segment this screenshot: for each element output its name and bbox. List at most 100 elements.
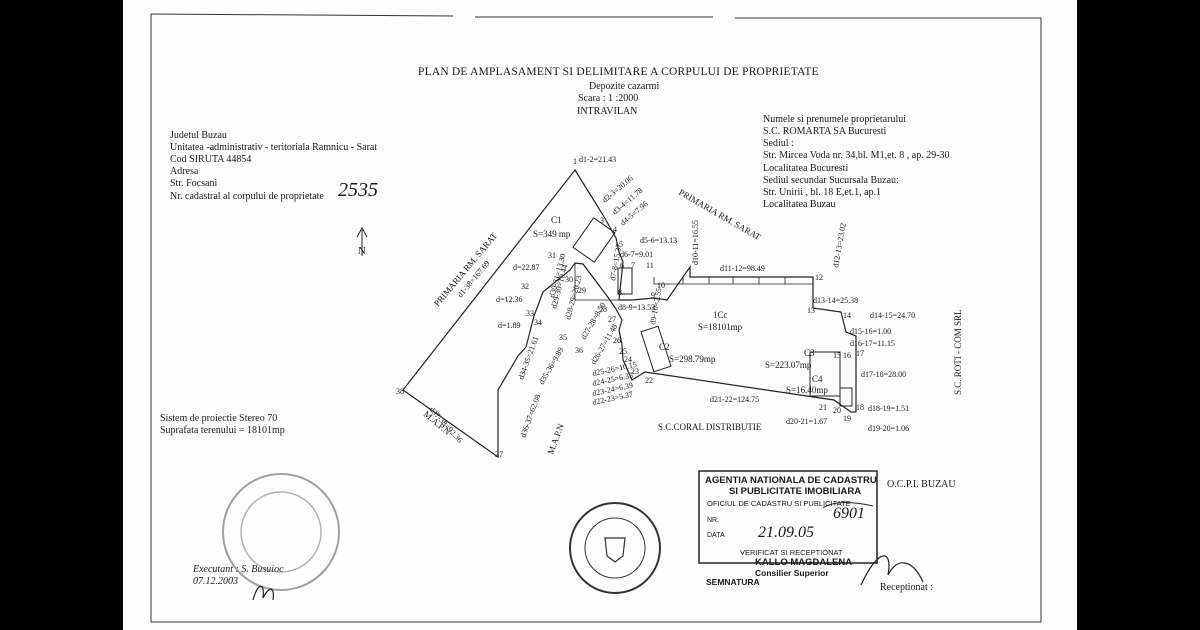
map-label: d6-7=9.01: [620, 250, 653, 259]
map-label: PRIMARIA RM. SARAT: [677, 187, 763, 242]
executant-date: 07.12.2003: [193, 576, 238, 587]
map-label: C3: [804, 348, 815, 358]
stamp-role: Consilier Superior: [755, 568, 829, 578]
map-label: d1-2=21.43: [579, 155, 616, 164]
stamp-nr-value: 6901: [833, 505, 865, 522]
map-label: d=22.87: [513, 263, 540, 272]
map-label: C2: [659, 342, 670, 352]
branch-label: Sediul secundar Sucursala Buzau:: [763, 175, 899, 186]
stamp-office: OFICIUL DE CADASTRU SI PUBLICITATE: [707, 499, 851, 508]
document-sheet: PLAN DE AMPLASAMENT SI DELIMITARE A CORP…: [123, 0, 1077, 630]
building-small: [617, 267, 633, 295]
judet: Judetul Buzau: [170, 130, 227, 141]
point-label-10: 10: [657, 281, 665, 290]
point-label-38: 38: [396, 387, 404, 396]
stamp-nr-label: NR.: [707, 517, 720, 524]
point-label-23: 23: [631, 367, 639, 376]
map-label: d5-6=13.13: [640, 236, 677, 245]
point-label-31: 31: [548, 251, 556, 260]
projection-system: Sistem de proiectie Stereo 70: [160, 413, 278, 424]
point-label-1: 1: [573, 157, 577, 166]
parcel-boundary: [402, 168, 857, 459]
scale-label: Scara : 1 :2000: [578, 93, 639, 104]
north-arrow-head: [356, 226, 368, 238]
map-label: S.C. ROTI - COM SRL: [953, 309, 963, 395]
building-c4: [839, 387, 853, 407]
point-label-35: 35: [559, 333, 567, 342]
map-label: d11-12=98.49: [720, 264, 765, 273]
stamp-person: KALLO MAGDALENA: [755, 557, 853, 568]
map-label: d17-18=28.00: [861, 370, 906, 379]
point-label-32: 32: [521, 282, 529, 291]
point-label-28: 28: [599, 305, 607, 314]
point-labels: 1 3 4 5 6 7 8 9 10 11 12 13 14 15 16 17 …: [396, 157, 864, 459]
coat-of-arms-icon: [604, 537, 626, 563]
map-label: C4: [812, 374, 823, 384]
map-label: S=223.07mp: [765, 360, 812, 370]
branch-city: Localitatea Buzau: [763, 199, 836, 210]
distance-labels: d1-38=167.69 d1-2=21.43 d2-3=20.06 d3-4=…: [427, 155, 915, 445]
cadastral-plan-map: N 1 3 4 5 6 7 8 9 10 11 12: [150, 13, 1042, 623]
point-label-27: 27: [608, 315, 616, 324]
map-label: d15-16=1.00: [850, 327, 891, 336]
map-label: 1Cc: [713, 310, 728, 320]
page-frame-top: [150, 13, 454, 17]
sediu-label: Sediul :: [763, 138, 794, 149]
map-label: S=18101mp: [698, 322, 743, 332]
point-label-29: 29: [578, 286, 586, 295]
document-title: PLAN DE AMPLASAMENT SI DELIMITARE A CORP…: [418, 66, 819, 78]
map-label: d20-21=1.67: [786, 417, 827, 426]
map-label: PRIMARIA RM. SARAT: [432, 230, 500, 308]
sediu-city: Localitatea Bucuresti: [763, 163, 849, 174]
stamp-data-value: 21.09.05: [758, 524, 814, 541]
uat: Unitatea -administrativ - teritoriala Ra…: [170, 142, 378, 153]
point-label-26: 26: [613, 336, 621, 345]
point-label-33: 33: [526, 309, 534, 318]
building-labels: C1 S=349 mp C2 S=298.79mp C3 S=223.07mp …: [533, 215, 828, 395]
point-label-22: 22: [645, 376, 653, 385]
document-subtitle: Depozite cazarmi: [589, 81, 660, 92]
point-label-5: 5: [619, 240, 623, 249]
building-c2: [640, 325, 672, 373]
map-label: d21-22=124.75: [710, 395, 759, 404]
point-label-18: 18: [856, 403, 864, 412]
point-label-36: 36: [575, 346, 583, 355]
branch-address: Str. Unirii , bl. 18 E,et.1, ap.1: [763, 187, 882, 198]
stamp-signature: [860, 555, 924, 586]
stamp-data-label: DATA: [707, 532, 725, 539]
point-label-21: 21: [819, 403, 827, 412]
stamp-verified: VERIFICAT SI RECEPTIONAT: [740, 548, 843, 557]
stamp-signature-label: SEMNATURA: [706, 577, 760, 587]
fence-ticks: [653, 277, 813, 285]
map-label: S.C.CORAL DISTRIBUTIE: [658, 422, 762, 432]
executant: Executant : S. Busuioc: [193, 564, 284, 575]
map-label: M.A.P.N: [545, 422, 565, 456]
map-label: C1: [551, 215, 562, 225]
point-label-11: 11: [646, 261, 654, 270]
map-label: S=349 mp: [533, 229, 571, 239]
map-label: d=1.89: [498, 321, 521, 330]
receptionat-label: Receptionat :: [880, 582, 934, 593]
map-label: S=298.79mp: [669, 354, 716, 364]
map-label: d27-28=8.50: [579, 301, 607, 341]
map-label: d10-11=16.55: [691, 220, 700, 265]
map-label: d19-20=1.06: [868, 424, 909, 433]
inner-line: [574, 263, 619, 301]
siruta: Cod SIRUTA 44854: [170, 154, 252, 165]
nr-cadastral-label: Nr. cadastral al corpului de proprietate: [170, 191, 324, 202]
point-label-13: 13: [807, 306, 815, 315]
receipt-stamp-box: [698, 470, 878, 564]
map-label: d12-13=23.02: [831, 222, 848, 268]
map-label: d13-14=25.38: [813, 296, 858, 305]
owner-name: S.C. ROMARTA SA Bucuresti: [763, 126, 887, 137]
land-area: Suprafata terenului = 18101mp: [160, 425, 285, 436]
point-label-17: 17: [856, 349, 864, 358]
adresa-label: Adresa: [170, 166, 199, 177]
map-label: d16-17=11.15: [850, 339, 895, 348]
point-label-7: 7: [631, 261, 635, 270]
building-c1: [572, 217, 616, 263]
nr-cadastral-value: 2535: [338, 179, 378, 201]
point-label-25: 25: [619, 347, 627, 356]
owner-label: Numele si prenumele proprietarului: [763, 114, 907, 125]
point-label-19: 19: [843, 414, 851, 423]
